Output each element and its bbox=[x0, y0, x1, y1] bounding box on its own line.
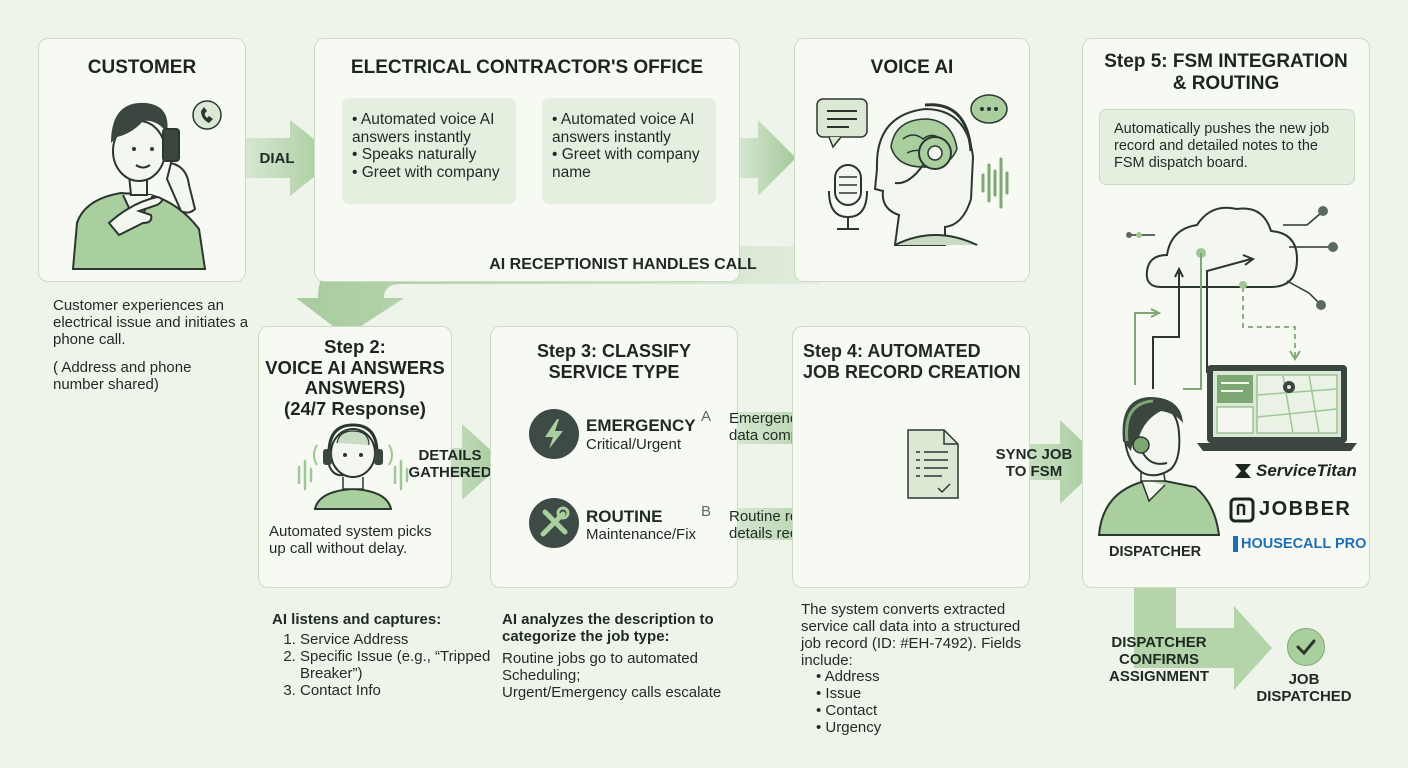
emergency-icon-circle bbox=[529, 409, 579, 459]
fsm-cloud-illustration bbox=[1097, 206, 1357, 536]
step3-below-title: AI analyzes the description to categoriz… bbox=[502, 611, 714, 645]
checkmark-glyph bbox=[1296, 639, 1316, 656]
details-arrow bbox=[404, 424, 504, 500]
step2-capture-list: Service Address Specific Issue (e.g., “T… bbox=[272, 631, 500, 699]
details-gathered-label: DETAILS GATHERED bbox=[408, 447, 492, 481]
field-item: Issue bbox=[825, 685, 948, 702]
document-icon bbox=[907, 429, 959, 499]
step3-panel: Step 3: CLASSIFY SERVICE TYPE bbox=[490, 326, 738, 588]
step4-title: Step 4: AUTOMATED JOB RECORD CREATION bbox=[803, 341, 1021, 382]
office-feature-box-1: Automated voice AI answers instantly Spe… bbox=[342, 98, 516, 204]
dispatcher-confirms-label: DISPATCHER CONFIRMS ASSIGNMENT bbox=[1108, 634, 1209, 685]
office-feature-item: Automated voice AI answers instantly bbox=[552, 111, 706, 146]
office-feature-item: Speaks naturally bbox=[352, 146, 506, 164]
customer-desc: Customer experiences an electrical issue… bbox=[53, 297, 249, 348]
voice-ai-title: VOICE AI bbox=[870, 57, 954, 78]
voice-ai-panel: VOICE AI bbox=[794, 38, 1030, 282]
step5-title: Step 5: FSM INTEGRATION & ROUTING bbox=[1104, 51, 1348, 94]
jobber-logo-icon bbox=[1229, 497, 1255, 523]
capture-item: Service Address bbox=[300, 631, 500, 648]
jobber-logo: JOBBER bbox=[1259, 498, 1352, 520]
step3-title: Step 3: CLASSIFY SERVICE TYPE bbox=[536, 341, 692, 382]
label-a: A bbox=[701, 408, 712, 425]
step2-desc: Automated system picks up call without d… bbox=[269, 523, 432, 557]
tools-icon bbox=[540, 506, 570, 537]
handles-call-label: AI RECEPTIONIST HANDLES CALL bbox=[489, 256, 757, 273]
customer-title: CUSTOMER bbox=[87, 57, 197, 78]
office-feature-box-2: Automated voice AI answers instantly Gre… bbox=[542, 98, 716, 204]
step5-desc: Automatically pushes the new job record … bbox=[1114, 121, 1330, 171]
step2-agent-illustration bbox=[297, 423, 409, 510]
field-item: Contact bbox=[825, 702, 948, 719]
step3-below-text: Routine jobs go to automated Scheduling;… bbox=[502, 650, 722, 701]
step5-desc-box: Automatically pushes the new job record … bbox=[1099, 109, 1355, 185]
voice-ai-illustration bbox=[816, 94, 1009, 246]
step2-title: Step 2: VOICE AI ANSWERS ANSWERS) (24/7 … bbox=[265, 336, 445, 419]
sync-arrow bbox=[966, 420, 1104, 504]
customer-note: ( Address and phone number shared) bbox=[53, 359, 192, 393]
step4-fields-list: Address Issue Contact Urgency bbox=[806, 668, 948, 736]
sync-label: SYNC JOB TO FSM bbox=[995, 446, 1073, 480]
office-title: ELECTRICAL CONTRACTOR'S OFFICE bbox=[350, 57, 704, 78]
capture-item: Specific Issue (e.g., “Tripped Breaker”) bbox=[300, 648, 500, 682]
check-icon bbox=[1287, 628, 1325, 666]
routine-sub: Maintenance/Fix bbox=[586, 526, 697, 543]
label-b: B bbox=[701, 503, 712, 520]
office-feature-item: Automated voice AI answers instantly bbox=[352, 111, 506, 146]
routine-icon-circle bbox=[529, 498, 579, 548]
step2-panel: Step 2: VOICE AI ANSWERS ANSWERS) (24/7 … bbox=[258, 326, 452, 588]
servicetitan-logo-icon bbox=[1235, 464, 1251, 478]
customer-illustration bbox=[71, 100, 222, 270]
emergency-title: EMERGENCY bbox=[586, 416, 696, 435]
field-item: Address bbox=[825, 668, 948, 685]
capture-item: Contact Info bbox=[300, 682, 500, 699]
office-feature-item: Greet with company bbox=[352, 164, 506, 182]
office-to-voice-arrow bbox=[722, 120, 796, 196]
servicetitan-logo: ServiceTitan bbox=[1256, 461, 1357, 480]
emergency-sub: Critical/Urgent bbox=[586, 436, 682, 453]
lightning-icon bbox=[545, 419, 563, 449]
step4-below-text: The system converts extracted service ca… bbox=[801, 601, 1022, 669]
step2-below-title: AI listens and captures: bbox=[272, 611, 442, 628]
housecall-logo: HOUSECALL PRO bbox=[1241, 536, 1367, 552]
step5-panel: Step 5: FSM INTEGRATION & ROUTING Automa… bbox=[1082, 38, 1370, 588]
housecall-logo-icon bbox=[1233, 536, 1238, 552]
dial-label: DIAL bbox=[259, 150, 295, 167]
field-item: Urgency bbox=[825, 719, 948, 736]
routine-title: ROUTINE bbox=[586, 507, 663, 526]
confirm-arrow bbox=[1134, 588, 1272, 690]
job-dispatched-label: JOB DISPATCHED bbox=[1256, 671, 1352, 705]
dispatcher-label: DISPATCHER bbox=[1109, 544, 1202, 560]
office-feature-item: Greet with company name bbox=[552, 146, 706, 181]
customer-panel: CUSTOMER bbox=[38, 38, 246, 282]
dial-arrow bbox=[218, 120, 338, 196]
